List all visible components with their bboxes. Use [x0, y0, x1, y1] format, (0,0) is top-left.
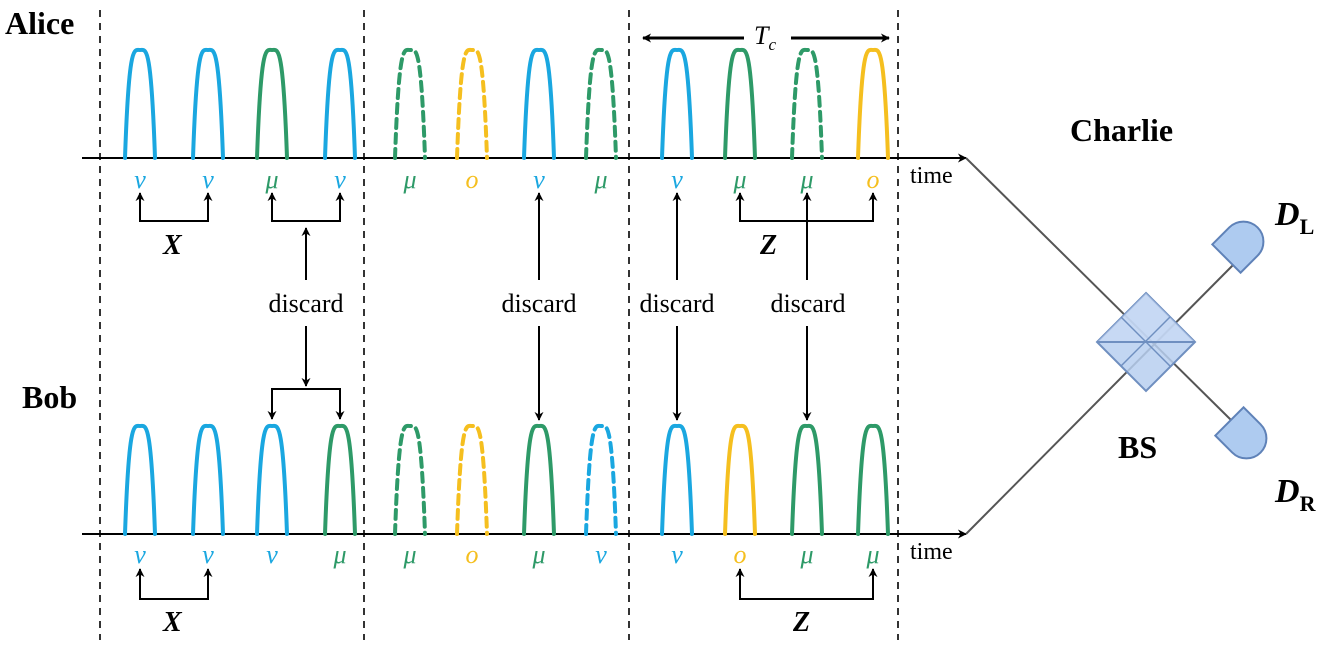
- bob-pulse-label: v: [202, 540, 214, 569]
- discard-arrows: [301, 192, 812, 421]
- bob-pulse-label: v: [266, 540, 278, 569]
- optical-paths: [965, 157, 1241, 535]
- bob-time-label: time: [910, 539, 953, 565]
- alice-pulse: [191, 47, 225, 160]
- alice-pulse-label: μ: [264, 165, 278, 194]
- alice-x-group-label: X: [162, 230, 183, 261]
- detector-right-label: DR: [1274, 473, 1317, 516]
- alice-pulse-label: μ: [402, 165, 416, 194]
- bob-z-bracket: [735, 568, 878, 600]
- bob-pulse: [856, 423, 890, 536]
- alice-pulse: [723, 47, 757, 160]
- alice-pulse: [584, 47, 618, 160]
- discard-label: discard: [639, 289, 714, 318]
- bob-pulse-label: μ: [531, 540, 545, 569]
- alice-pulse-label: v: [533, 165, 545, 194]
- alice-pulse: [455, 47, 489, 160]
- bob-pulse-label: μ: [865, 540, 879, 569]
- alice-x-bracket: [135, 192, 213, 222]
- discard-label: discard: [770, 289, 845, 318]
- alice-pulse: [790, 47, 824, 160]
- bob-fiber: [965, 257, 1241, 535]
- detector-left-label: DL: [1274, 196, 1314, 239]
- bob-pulse: [323, 423, 357, 536]
- discard-label: discard: [268, 289, 343, 318]
- alice-time-axis: time: [82, 153, 967, 189]
- bob-pulse-label: v: [595, 540, 607, 569]
- alice-pulse-label: v: [202, 165, 214, 194]
- period-duration-label: Tc: [754, 21, 776, 54]
- bob-pulse: [255, 423, 289, 536]
- alice-label: Alice: [5, 5, 74, 41]
- bob-label: Bob: [22, 379, 77, 415]
- alice-pulse-label: o: [466, 165, 479, 194]
- alice-pulse: [323, 47, 357, 160]
- alice-pulse: [856, 47, 890, 160]
- alice-pulse-label: o: [867, 165, 880, 194]
- detector-left-icon: [1210, 220, 1265, 275]
- charlie-label: Charlie: [1070, 112, 1173, 148]
- bob-pulse: [191, 423, 225, 536]
- bob-discard-bracket: [267, 388, 345, 420]
- alice-z-group-label: Z: [759, 230, 777, 261]
- alice-pulse-label: μ: [732, 165, 746, 194]
- alice-pulse-label: v: [134, 165, 146, 194]
- alice-discard-bracket: [267, 192, 345, 222]
- bob-x-bracket: [135, 568, 213, 600]
- alice-pulse: [123, 47, 157, 160]
- beam-splitter: [1095, 291, 1197, 393]
- bob-pulse: [123, 423, 157, 536]
- bob-pulse: [455, 423, 489, 536]
- alice-pulse: [660, 47, 694, 160]
- bob-x-group-label: X: [162, 607, 183, 638]
- bob-pulse: [660, 423, 694, 536]
- bob-z-group-label: Z: [792, 607, 810, 638]
- discard-label: discard: [501, 289, 576, 318]
- bob-pulse-label: μ: [799, 540, 813, 569]
- bob-pulse-label: μ: [332, 540, 346, 569]
- bob-pulse: [393, 423, 427, 536]
- alice-pulse-label: v: [334, 165, 346, 194]
- bob-pulse-label: μ: [402, 540, 416, 569]
- alice-pulse: [522, 47, 556, 160]
- period-duration-arrow: Tc: [642, 21, 890, 54]
- bob-pulse: [790, 423, 824, 536]
- alice-pulse: [393, 47, 427, 160]
- bob-time-axis: time: [82, 529, 967, 565]
- alice-time-label: time: [910, 163, 953, 189]
- bob-pulse: [584, 423, 618, 536]
- beam-splitter-label: BS: [1118, 429, 1157, 465]
- alice-pulse-label: v: [671, 165, 683, 194]
- bob-pulse-label: v: [134, 540, 146, 569]
- bob-pulse-label: o: [734, 540, 747, 569]
- alice-fiber: [965, 157, 1232, 421]
- alice-pulse-label: μ: [593, 165, 607, 194]
- alice-pulse: [255, 47, 289, 160]
- bob-pulse-label: v: [671, 540, 683, 569]
- detector-right-icon: [1213, 405, 1268, 460]
- bob-pulse: [723, 423, 757, 536]
- alice-pulse-label: μ: [799, 165, 813, 194]
- bob-pulse: [522, 423, 556, 536]
- bob-pulse-label: o: [466, 540, 479, 569]
